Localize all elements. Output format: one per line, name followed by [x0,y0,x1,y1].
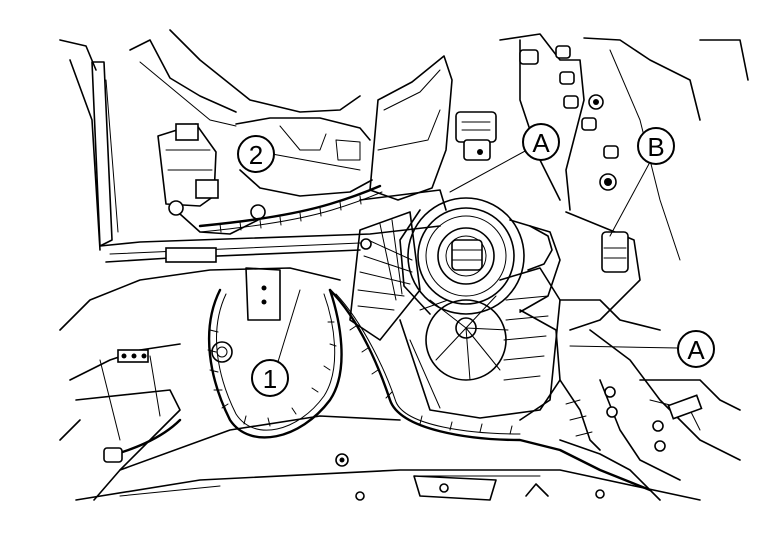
callout-2: 2 [237,135,275,173]
right-lower-panel [559,329,741,501]
callout-1-label: 1 [263,364,277,394]
right-upper-panel [499,33,749,261]
floor-bottom [75,469,701,501]
callout-2-label: 2 [249,140,263,170]
top-connector [455,111,497,161]
blower-motor [399,197,561,315]
callout-b-label: B [647,132,664,162]
leader-b [609,161,651,237]
callout-a-right-label: A [687,335,705,365]
upper-harness [198,184,383,233]
leader-a-right [569,345,679,349]
right-mid-assembly [499,211,661,421]
cross-member [99,225,441,263]
leader-lines [271,149,679,366]
left-pillar [59,29,361,251]
leader-1 [276,289,301,366]
blower-housing [349,211,421,341]
main-harness [103,288,652,492]
leader-2 [271,153,361,171]
center-tower [359,55,453,211]
callout-a-top-label: A [532,128,550,158]
leader-a-top [449,149,528,193]
upper-left-bracket [157,123,266,235]
callout-a-right: A [677,330,715,368]
cowl-panel [235,117,373,197]
lower-left-floor [59,267,401,501]
callout-b: B [637,127,675,165]
callout-1: 1 [251,359,289,397]
callout-a-top: A [522,123,560,161]
